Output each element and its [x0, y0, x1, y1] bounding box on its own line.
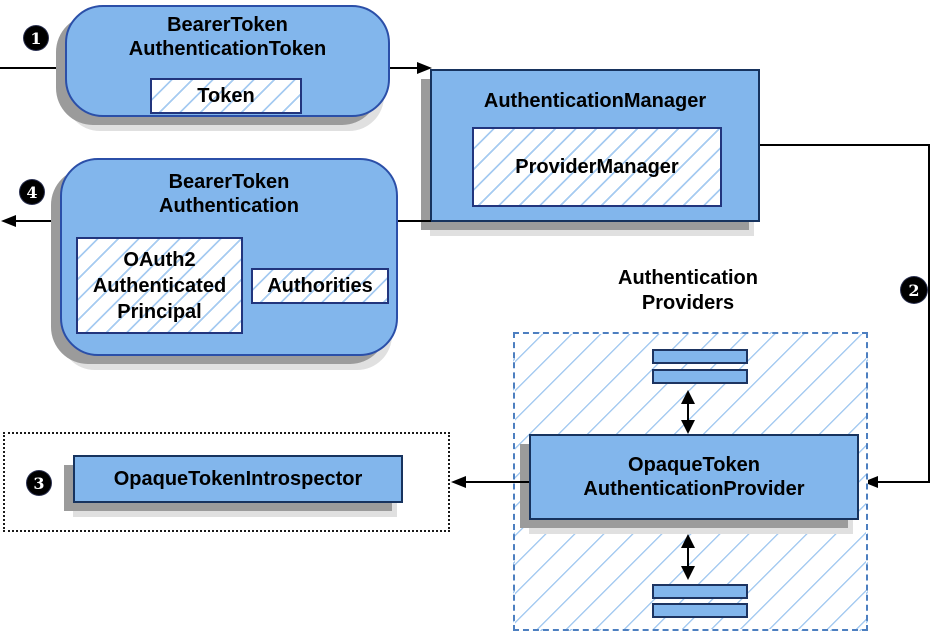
step-badge-1: 1 [24, 26, 48, 50]
route-step2-vertical-line [928, 144, 930, 483]
inner-box-token-label: Token [197, 84, 255, 107]
double-arrow-shaft [687, 545, 689, 568]
inner-box-token: Token [150, 78, 302, 114]
connector-manager-to-authentication [398, 220, 431, 222]
introspector-dotted-container [3, 432, 450, 532]
provider-placeholder-bar [652, 369, 748, 384]
node-bearer-token-authentication-token-title: BearerToken AuthenticationToken [67, 7, 388, 61]
inner-box-provider-manager: ProviderManager [472, 127, 722, 207]
node-bearer-token-authentication-token: BearerToken AuthenticationToken Token [65, 5, 390, 117]
node-bearer-token-authentication: BearerToken Authentication OAuth2 Authen… [60, 158, 398, 356]
inner-box-authorities-label: Authorities [267, 274, 373, 297]
double-arrow-up-head [681, 534, 695, 548]
step-badge-3: 3 [27, 471, 51, 495]
provider-placeholder-bar [652, 603, 748, 618]
node-authentication-manager-title: AuthenticationManager [432, 71, 758, 113]
arrow-provider-to-introspector-head [451, 476, 466, 488]
label-line: Authentication [618, 267, 758, 289]
title-line: OpaqueToken [628, 454, 760, 476]
title-line: BearerToken [167, 14, 288, 36]
double-arrow-up-head [681, 390, 695, 404]
provider-placeholder-bar [652, 349, 748, 364]
arrow-token-to-manager-line [390, 67, 418, 69]
double-arrow-down-head [681, 566, 695, 580]
authentication-providers-label: Authentication Providers [553, 266, 823, 316]
arrow-step4-exit-head [1, 215, 16, 227]
route-step2-top-line [760, 144, 930, 146]
node-opaque-token-authentication-provider-title: OpaqueToken AuthenticationProvider [583, 453, 804, 501]
inner-box-oauth2-authenticated-principal: OAuth2 Authenticated Principal [76, 237, 243, 334]
node-opaque-token-authentication-provider: OpaqueToken AuthenticationProvider [529, 434, 859, 520]
title-line: AuthenticationToken [128, 38, 327, 60]
arrow-step1-entry [0, 67, 65, 69]
title-line: AuthenticationManager [483, 90, 707, 112]
title-line: BearerToken [168, 171, 290, 193]
node-opaque-token-introspector: OpaqueTokenIntrospector [73, 455, 403, 503]
arrow-provider-to-introspector-line [465, 481, 529, 483]
title-line: AuthenticationProvider [583, 478, 805, 500]
double-arrow-down-head [681, 420, 695, 434]
inner-box-provider-manager-label: ProviderManager [515, 155, 679, 178]
principal-line: OAuth2 [123, 248, 196, 271]
step-badge-1-number: 1 [30, 28, 42, 48]
provider-placeholder-bar [652, 584, 748, 599]
title-line: Authentication [159, 195, 299, 217]
label-line: Providers [641, 292, 735, 314]
inner-box-authorities: Authorities [251, 268, 389, 304]
principal-line: Principal [117, 300, 202, 323]
step-badge-2: 2 [901, 277, 927, 303]
step-badge-4: 4 [20, 180, 44, 204]
arrow-step4-exit-line [14, 220, 60, 222]
arrow-token-to-manager-head [417, 62, 432, 74]
node-opaque-token-introspector-title: OpaqueTokenIntrospector [113, 468, 363, 490]
step-badge-3-number: 3 [33, 473, 45, 493]
double-arrow-shaft [687, 401, 689, 422]
principal-line: Authenticated [92, 274, 227, 297]
step-badge-4-number: 4 [26, 182, 38, 202]
node-bearer-token-authentication-title: BearerToken Authentication [62, 160, 396, 218]
route-step2-bottom-line [877, 481, 930, 483]
step-badge-2-number: 2 [908, 280, 920, 300]
node-authentication-manager: AuthenticationManager ProviderManager [430, 69, 760, 222]
